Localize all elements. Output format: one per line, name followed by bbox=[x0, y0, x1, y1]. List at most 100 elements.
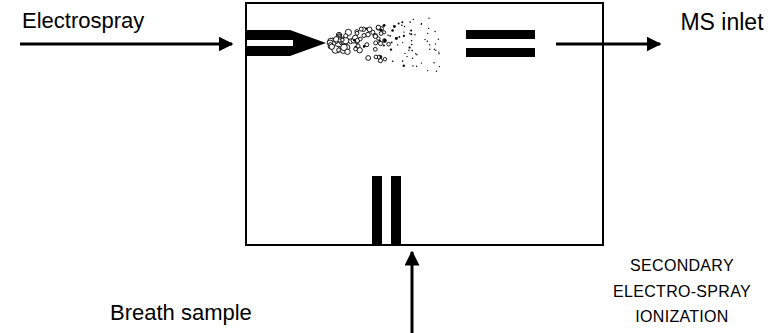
spray-droplet bbox=[434, 31, 435, 32]
spray-droplet bbox=[411, 40, 413, 42]
spray-droplet bbox=[359, 27, 363, 31]
spray-droplet bbox=[403, 65, 405, 67]
spray-droplet bbox=[365, 27, 367, 29]
spray-droplet bbox=[396, 37, 397, 38]
spray-droplet bbox=[366, 56, 371, 61]
spray-droplet bbox=[373, 47, 377, 51]
spray-droplet bbox=[435, 43, 436, 44]
spray-droplet bbox=[428, 28, 429, 29]
spray-droplet bbox=[404, 53, 405, 54]
spray-droplet bbox=[412, 58, 413, 59]
spray-droplet bbox=[402, 42, 403, 43]
spray-droplet bbox=[341, 38, 344, 41]
spray-droplet bbox=[355, 31, 359, 35]
spray-droplet bbox=[427, 41, 428, 42]
spray-droplet bbox=[410, 33, 412, 35]
spray-droplet bbox=[345, 49, 350, 54]
spray-droplet bbox=[402, 60, 404, 62]
spray-droplet bbox=[389, 35, 391, 37]
spray-droplet bbox=[409, 21, 411, 23]
spray-droplet bbox=[344, 34, 348, 38]
spray-droplet bbox=[380, 56, 382, 58]
spray-droplet bbox=[429, 44, 430, 45]
spray-droplet bbox=[439, 66, 440, 67]
spray-droplet bbox=[363, 45, 366, 48]
spray-droplet bbox=[383, 39, 386, 42]
spray-droplet bbox=[438, 39, 439, 40]
spray-droplet bbox=[366, 32, 371, 37]
breath-tube-wall bbox=[391, 176, 401, 244]
spray-droplet bbox=[359, 37, 363, 41]
spray-droplet bbox=[413, 19, 414, 20]
spray-droplet bbox=[409, 47, 411, 49]
spray-droplet bbox=[421, 24, 422, 25]
spray-droplet bbox=[421, 23, 422, 24]
ms-inlet-arrow bbox=[556, 43, 660, 46]
spray-droplet bbox=[353, 39, 356, 42]
spray-droplet bbox=[328, 43, 334, 49]
spray-droplet bbox=[387, 35, 389, 37]
spray-droplet bbox=[374, 55, 378, 59]
spray-droplet bbox=[373, 34, 377, 38]
spray-droplet bbox=[383, 39, 387, 43]
output-label: MS inlet bbox=[680, 8, 764, 37]
spray-droplet bbox=[391, 42, 393, 44]
ms-inlet-tube-wall bbox=[466, 48, 535, 57]
spray-droplet bbox=[356, 44, 360, 48]
spray-droplet bbox=[329, 44, 334, 49]
ms-inlet-tube-wall bbox=[466, 30, 535, 39]
spray-droplet bbox=[406, 56, 407, 57]
spray-droplet bbox=[365, 43, 369, 47]
spray-droplet bbox=[410, 30, 412, 32]
spray-droplet bbox=[401, 21, 403, 23]
spray-droplet bbox=[382, 25, 385, 28]
spray-droplet bbox=[416, 54, 417, 55]
spray-droplet bbox=[409, 33, 410, 34]
spray-droplet bbox=[411, 50, 413, 52]
spray-droplet bbox=[399, 36, 401, 38]
spray-droplet bbox=[427, 33, 428, 34]
spray-droplet bbox=[411, 44, 413, 46]
spray-droplet bbox=[412, 65, 413, 66]
spray-droplet bbox=[397, 44, 398, 45]
spray-droplet bbox=[401, 25, 403, 27]
spray-droplet bbox=[404, 26, 405, 27]
electrospray-arrow bbox=[20, 43, 232, 46]
spray-droplet bbox=[379, 42, 383, 46]
spray-droplet bbox=[383, 44, 385, 46]
diagram-caption: SECONDARY ELECTRO-SPRAY IONIZATION bbox=[596, 253, 768, 330]
spray-droplet bbox=[398, 23, 400, 25]
spray-droplet bbox=[438, 53, 439, 54]
needle-bore bbox=[247, 40, 293, 46]
spray-droplet bbox=[433, 62, 434, 63]
spray-droplet bbox=[379, 32, 383, 36]
spray-droplet bbox=[436, 71, 437, 72]
spray-droplet bbox=[403, 35, 405, 37]
spray-droplet bbox=[374, 41, 378, 45]
input-label: Electrospray bbox=[22, 8, 144, 34]
spray-droplet bbox=[438, 51, 439, 52]
spray-plume bbox=[327, 18, 440, 72]
spray-droplet bbox=[434, 49, 435, 50]
spray-droplet bbox=[383, 58, 386, 61]
spray-droplet bbox=[403, 31, 404, 32]
spray-droplet bbox=[395, 37, 398, 40]
electrospray-needle bbox=[247, 30, 326, 56]
spray-droplet bbox=[415, 53, 416, 54]
spray-droplet bbox=[362, 34, 366, 38]
spray-droplet bbox=[390, 48, 392, 50]
spray-droplet bbox=[428, 18, 429, 19]
spray-droplet bbox=[393, 25, 396, 28]
spray-droplet bbox=[427, 70, 428, 71]
spray-droplet bbox=[414, 34, 415, 35]
spray-droplet bbox=[421, 62, 422, 63]
spray-droplet bbox=[387, 42, 391, 46]
spray-droplet bbox=[408, 50, 409, 51]
spray-droplet bbox=[416, 66, 417, 67]
spray-droplet bbox=[391, 29, 394, 32]
spray-droplet bbox=[429, 49, 430, 50]
breath-arrow bbox=[411, 252, 414, 333]
breath-tube-wall bbox=[372, 176, 382, 244]
ionization-chamber bbox=[246, 3, 603, 245]
